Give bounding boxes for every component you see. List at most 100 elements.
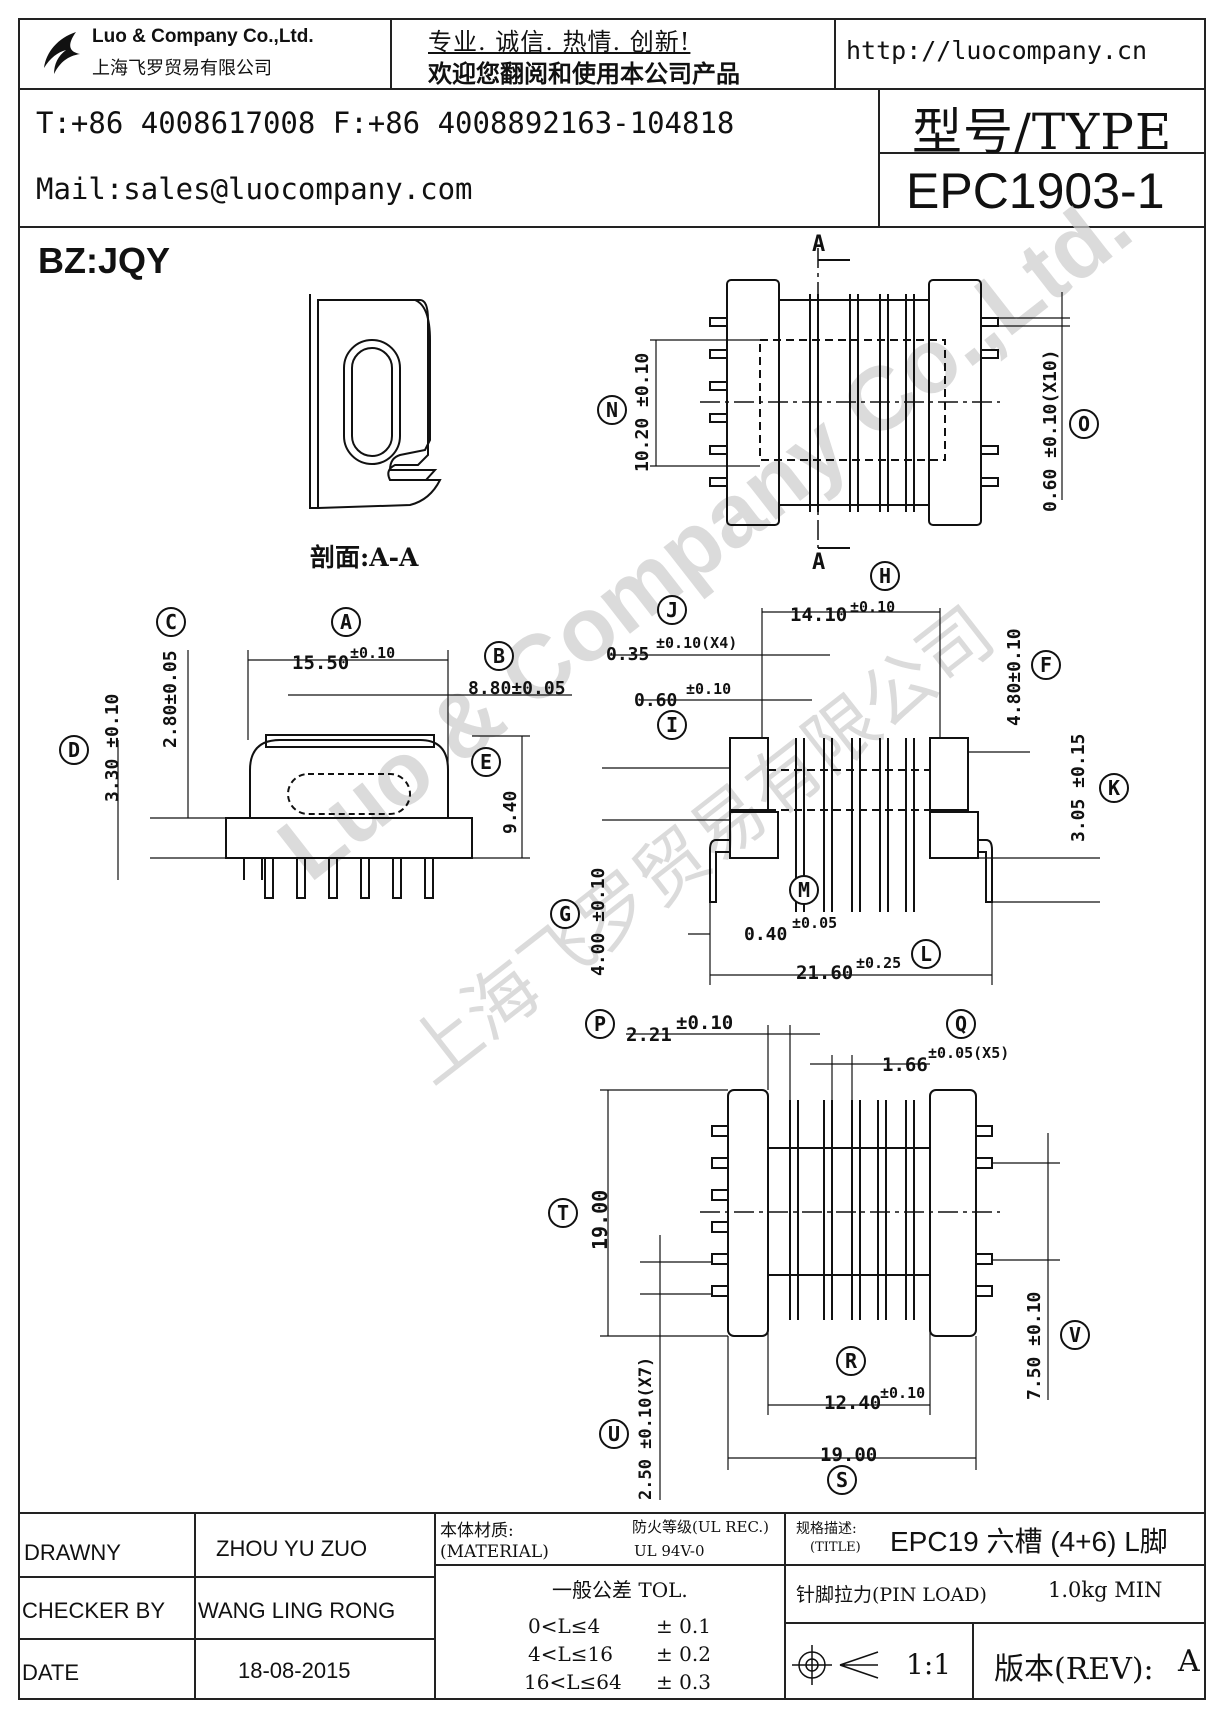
material-label-en: (MATERIAL) xyxy=(440,1542,549,1562)
dim-s-value: 19.00 xyxy=(820,1444,878,1466)
section-mark-top: A xyxy=(812,232,826,257)
tol-range-2: 4<L≤16 xyxy=(528,1642,613,1666)
dim-a-tol: ±0.10 xyxy=(350,644,396,662)
company-name-en: Luo & Company Co.,Ltd. xyxy=(92,26,314,47)
tol-range-3: 16<L≤64 xyxy=(524,1670,622,1694)
svg-text:V: V xyxy=(1069,1323,1081,1347)
header-bottom-divider xyxy=(18,226,1206,228)
material-label-cn: 本体材质: xyxy=(440,1521,514,1541)
svg-text:Q: Q xyxy=(955,1012,967,1036)
svg-text:T: T xyxy=(557,1201,569,1225)
dim-l-tol: ±0.25 xyxy=(856,954,902,972)
dim-q-tol: ±0.05(X5) xyxy=(928,1044,1010,1062)
fire-value: UL 94V-0 xyxy=(634,1542,705,1560)
svg-text:G: G xyxy=(559,902,571,926)
dim-q-value: 1.66 xyxy=(882,1054,928,1076)
dim-r-tol: ±0.10 xyxy=(880,1384,926,1402)
svg-text:I: I xyxy=(666,713,678,737)
rev-label: 版本(REV): xyxy=(994,1652,1154,1687)
svg-text:P: P xyxy=(594,1012,606,1036)
title-label-en: (TITLE) xyxy=(810,1540,861,1555)
section-label: 剖面:A-A xyxy=(310,543,419,572)
dim-i-value: 0.60 xyxy=(634,690,678,711)
pin-load-label: 针脚拉力(PIN LOAD) xyxy=(796,1584,987,1606)
dim-l-value: 21.60 xyxy=(796,962,854,984)
phone-fax: T:+86 4008617008 F:+86 4008892163-104818 xyxy=(36,106,735,140)
dim-k-value: 3.05 ±0.15 xyxy=(1068,733,1089,842)
svg-text:O: O xyxy=(1078,412,1090,436)
svg-text:A: A xyxy=(340,610,352,634)
dim-n-value: 10.20 ±0.10 xyxy=(632,352,653,472)
dim-b-value: 8.80±0.05 xyxy=(468,678,566,699)
checker-label: CHECKER BY xyxy=(22,1598,166,1623)
dim-j-tol: ±0.10(X4) xyxy=(656,634,738,652)
titleblock-col3 xyxy=(784,1512,786,1700)
date-value: 18-08-2015 xyxy=(238,1658,351,1683)
mail-address[interactable]: Mail:sales@luocompany.com xyxy=(36,172,473,206)
header-divider xyxy=(18,88,1206,90)
dim-f-value: 4.80±0.10 xyxy=(1004,628,1025,726)
slogan-line1: 专业. 诚信. 热情. 创新! xyxy=(428,28,691,56)
dim-g-value: 4.00 ±0.10 xyxy=(588,867,609,976)
dim-m-tol: ±0.05 xyxy=(792,914,838,932)
scale-value: 1:1 xyxy=(906,1648,952,1681)
section-mark-bottom: A xyxy=(812,550,826,575)
svg-text:H: H xyxy=(879,564,891,588)
section-view xyxy=(309,294,442,509)
dim-p-value: 2.21 xyxy=(626,1024,672,1046)
titleblock-row2 xyxy=(18,1638,436,1640)
dim-t-value: 19.00 xyxy=(588,1189,612,1250)
website-link[interactable]: http://luocompany.cn xyxy=(846,36,1148,65)
dim-h-tol: ±0.10 xyxy=(850,598,896,616)
dimension-markers xyxy=(59,395,1129,1495)
svg-text:L: L xyxy=(920,942,932,966)
tol-range-1: 0<L≤4 xyxy=(528,1614,601,1638)
dim-h-value: 14.10 xyxy=(790,604,848,626)
header-divider-v3 xyxy=(878,88,880,226)
dim-d-value: 3.30 ±0.10 xyxy=(102,693,123,802)
dim-v-value: 7.50 ±0.10 xyxy=(1024,1291,1045,1400)
tol-value-2: ± 0.2 xyxy=(656,1642,711,1666)
title-label-cn: 规格描述: xyxy=(796,1521,857,1537)
svg-text:B: B xyxy=(493,644,505,668)
drawing-frame xyxy=(18,18,1206,1700)
front-view xyxy=(117,650,572,899)
drawn-label: DRAWNY xyxy=(24,1540,121,1565)
company-logo-icon xyxy=(44,32,80,74)
title-value: EPC19 六槽 (4+6) L脚 xyxy=(890,1526,1168,1557)
titleblock-row1 xyxy=(18,1576,436,1578)
model-number: EPC1903-1 xyxy=(906,163,1165,219)
bottom-view xyxy=(600,1025,1060,1500)
top-view xyxy=(650,248,1070,549)
svg-text:C: C xyxy=(165,610,177,634)
slogan-line2: 欢迎您翻阅和使用本公司产品 xyxy=(428,59,740,88)
dim-c-value: 2.80±0.05 xyxy=(160,650,181,748)
dim-o-value: 0.60 ±0.10(X10) xyxy=(1040,349,1061,512)
dim-j-value: 0.35 xyxy=(606,644,650,665)
svg-text:F: F xyxy=(1040,653,1052,677)
bz-label: BZ:JQY xyxy=(38,240,171,281)
header-divider-v1 xyxy=(390,18,392,88)
type-divider xyxy=(878,152,1206,154)
drawn-value: ZHOU YU ZUO xyxy=(216,1536,368,1561)
tol-value-3: ± 0.3 xyxy=(656,1670,711,1694)
fire-label: 防火等级(UL REC.) xyxy=(632,1518,770,1536)
rev-value: A xyxy=(1178,1644,1200,1679)
dim-a-value: 15.50 xyxy=(292,652,350,674)
svg-text:S: S xyxy=(836,1468,848,1492)
type-label: 型号/TYPE xyxy=(912,103,1173,161)
dim-u-value: 2.50 ±0.10(X7) xyxy=(636,1356,656,1500)
titleblock-pin-row xyxy=(786,1622,1206,1624)
svg-text:R: R xyxy=(845,1349,858,1373)
date-label: DATE xyxy=(22,1660,80,1685)
svg-text:E: E xyxy=(480,750,492,774)
svg-text:J: J xyxy=(666,598,678,622)
tolerance-title: 一般公差 TOL. xyxy=(552,1578,688,1602)
dim-r-value: 12.40 xyxy=(824,1392,882,1414)
dim-p-tol: ±0.10 xyxy=(676,1012,734,1034)
svg-text:U: U xyxy=(608,1422,620,1446)
svg-text:M: M xyxy=(798,878,810,902)
tol-value-1: ± 0.1 xyxy=(656,1614,711,1638)
svg-text:K: K xyxy=(1108,776,1120,800)
